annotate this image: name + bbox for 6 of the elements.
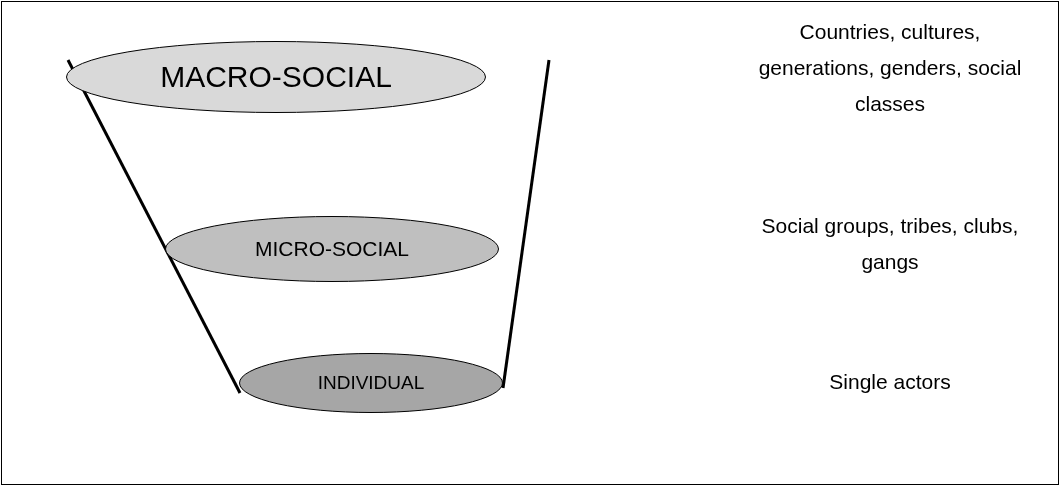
level-label: MACRO-SOCIAL	[160, 60, 392, 94]
level-label: MICRO-SOCIAL	[255, 237, 409, 261]
level-description: Social groups, tribes, clubs, gangs	[760, 213, 1020, 275]
level-description: Countries, cultures, generations, genders, social classes	[757, 19, 1023, 117]
level-label: INDIVIDUAL	[317, 372, 425, 394]
level-description: Single actors	[828, 369, 952, 395]
